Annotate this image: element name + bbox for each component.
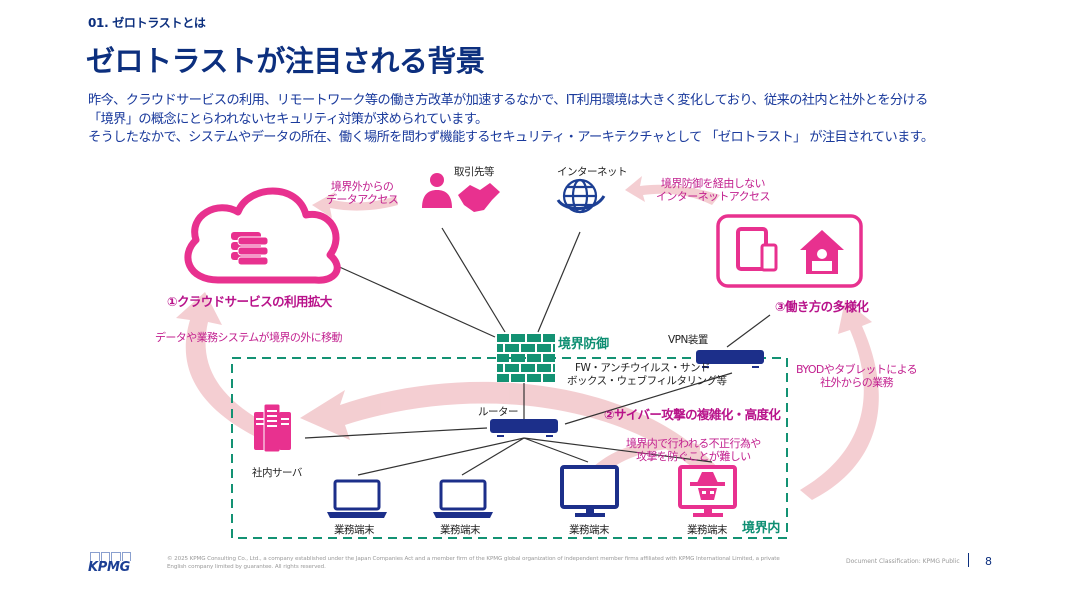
firewall-desc-line: FW・アンチウイルス・サンド	[575, 362, 711, 374]
server-icon	[254, 403, 291, 453]
terminal-label: 業務端末	[687, 524, 728, 536]
trend-cyber-label: ②サイバー攻撃の複雑化・高度化	[604, 407, 781, 422]
inside-boundary-label: 境界内	[742, 521, 781, 536]
firewall-description: FW・アンチウイルス・サンド ボックス・ウェブフィルタリング等	[567, 362, 727, 388]
annotation-line: 境界内で行われる不正行為や	[626, 437, 761, 450]
handshake-icon	[458, 183, 500, 212]
terminal-label: 業務端末	[334, 524, 375, 536]
arrow-direct-internet	[625, 176, 720, 205]
remote-work-box	[716, 214, 863, 288]
annotation-line: インターネットアクセス	[656, 190, 770, 203]
intro-line: 「境界」の概念にとらわれないセキュリティ対策が求められています。	[88, 111, 488, 127]
annotation-line: データアクセス	[326, 193, 399, 206]
globe-icon	[556, 178, 606, 214]
annotation-line: BYODやタブレットによる	[796, 363, 918, 376]
home-work-icon	[800, 230, 844, 274]
person-icon	[422, 173, 452, 208]
server-label: 社内サーバ	[252, 467, 302, 479]
laptop-icon	[327, 479, 387, 518]
annotation-data-moves-out: データや業務システムが境界の外に移動	[155, 331, 342, 344]
kpmg-logo: KPMG	[88, 552, 134, 575]
router-label: ルーター	[478, 406, 519, 418]
annotation-line: 境界外からの	[330, 180, 394, 193]
page-title: ゼロトラストが注目される背景	[86, 44, 485, 78]
page-number: 8	[985, 555, 992, 568]
router-icon	[490, 419, 558, 437]
terminal-label: 業務端末	[440, 524, 481, 536]
copyright-text: © 2025 KPMG Consulting Co., Ltd., a comp…	[167, 556, 780, 570]
section-label: 01. ゼロトラストとは	[88, 16, 206, 30]
line-partners-firewall	[441, 227, 506, 333]
annotation-line: 攻撃を防ぐことが難しい	[636, 450, 751, 463]
line-vpn-remote	[726, 314, 771, 348]
arrow-to-remote	[800, 300, 879, 500]
desktop-icon	[560, 465, 619, 517]
logo-boxes	[90, 552, 132, 561]
intro-line: 昨今、クラウドサービスの利用、リモートワーク等の働き方改革が加速するなかで、IT…	[88, 93, 928, 108]
intro-line: そうしたなかで、システムやデータの所在、働く場所を問わず機能するセキュリティ・ア…	[88, 130, 934, 145]
annotation-insider-attack: 境界内で行われる不正行為や 攻撃を防ぐことが難しい	[626, 437, 761, 463]
line-router-laptop1	[357, 437, 525, 476]
terminal-label: 業務端末	[569, 524, 610, 536]
arrow-cyber	[300, 381, 720, 478]
line-internet-firewall	[537, 231, 581, 333]
internet-label: インターネット	[557, 166, 628, 178]
annotation-direct-internet-access: 境界防御を経由しない インターネットアクセス	[656, 177, 770, 203]
arrow-external-data	[312, 192, 398, 218]
footer-divider	[968, 553, 969, 567]
document-classification: Document Classification: KPMG Public	[846, 558, 960, 565]
line-router-server	[304, 427, 488, 439]
line-vpn-router	[564, 372, 733, 425]
cloud-database-icon	[184, 187, 341, 284]
trend-cloud-label: ①クラウドサービスの利用拡大	[167, 294, 332, 309]
arrow-to-cloud	[176, 292, 275, 440]
line-router-desktop	[523, 437, 589, 463]
brick-wall-icon	[497, 334, 555, 382]
intro-paragraph: 昨今、クラウドサービスの利用、リモートワーク等の働き方改革が加速するなかで、IT…	[88, 92, 1048, 148]
trend-work-label: ③働き方の多様化	[775, 299, 869, 314]
connection-lines	[304, 227, 771, 476]
annotation-byod: BYODやタブレットによる 社外からの業務	[796, 363, 918, 389]
line-cloud-firewall	[334, 264, 496, 338]
annotation-external-data-access: 境界外からの データアクセス	[326, 180, 399, 206]
partners-label: 取引先等	[454, 166, 495, 178]
vpn-label: VPN装置	[668, 334, 708, 346]
tablet-smartphone-icon	[736, 227, 778, 272]
firewall-desc-line: ボックス・ウェブフィルタリング等	[567, 375, 727, 387]
logo-wordmark: KPMG	[88, 560, 131, 575]
firewall-label: 境界防御	[558, 337, 609, 352]
line-router-laptop2	[461, 437, 525, 476]
laptop-icon	[433, 479, 493, 518]
annotation-line: 境界防御を経由しない	[660, 177, 766, 190]
hacker-desktop-icon	[678, 465, 737, 517]
vpn-device-icon	[696, 350, 764, 368]
line-router-hacker	[523, 437, 713, 463]
annotation-line: 社外からの業務	[820, 376, 893, 389]
boundary-box	[231, 357, 788, 539]
